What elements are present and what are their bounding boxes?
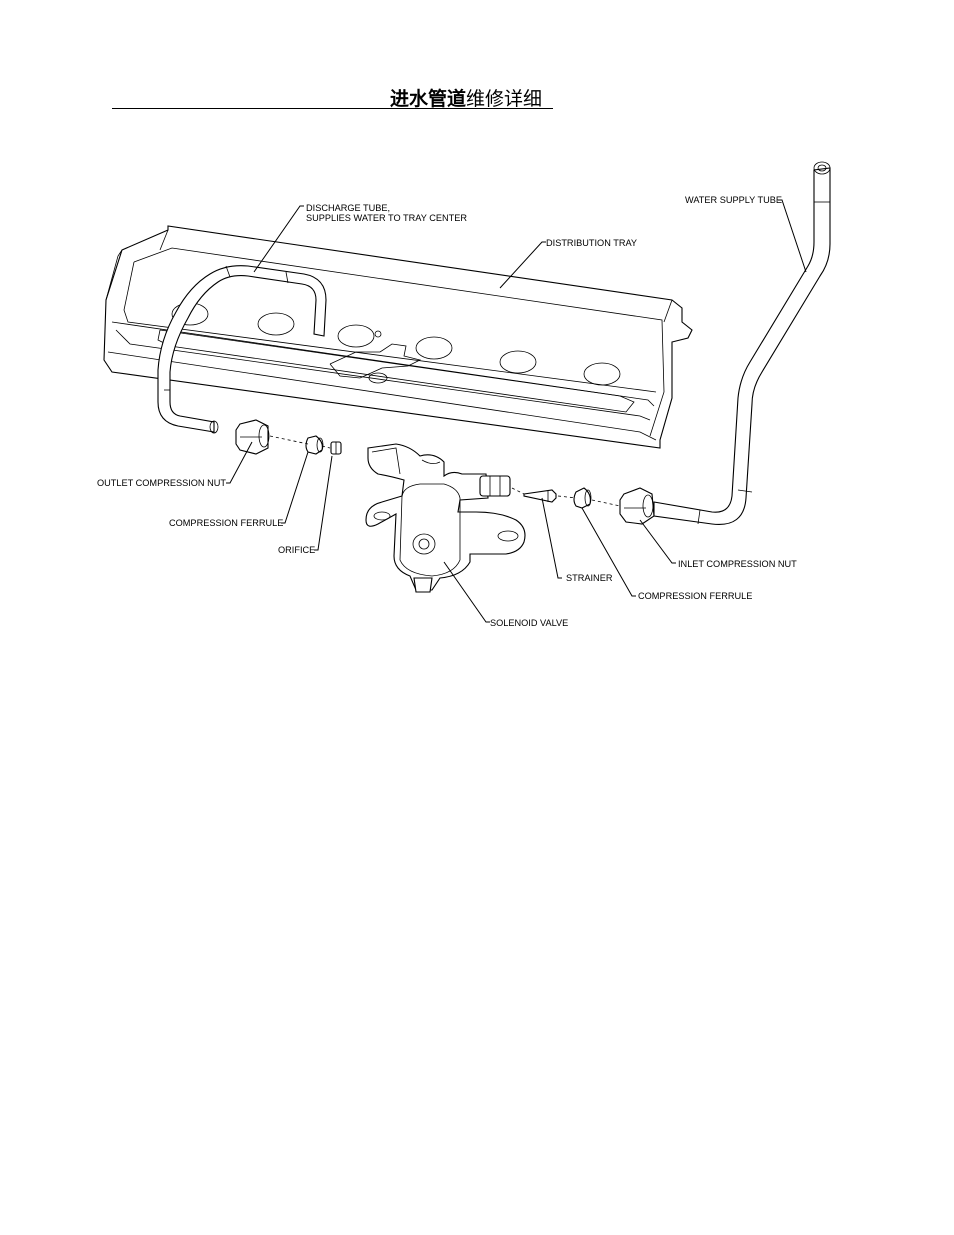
label-discharge-tube-1: DISCHARGE TUBE, [306, 203, 390, 213]
heading-rest: 维修详细 [466, 88, 543, 110]
assembly-axis-right2 [557, 495, 577, 499]
assembly-axis-mid [321, 445, 331, 449]
distribution-tray [103, 225, 693, 449]
label-inlet-compression-nut: INLET COMPRESSION NUT [678, 559, 797, 569]
inlet-compression-nut [619, 487, 655, 525]
page-heading: 进水管道维修详细 [112, 84, 553, 110]
assembly-axis-left [269, 435, 309, 445]
heading-bold: 进水管道 [390, 88, 467, 110]
label-strainer: STRAINER [566, 573, 613, 583]
label-solenoid-valve: SOLENOID VALVE [490, 618, 568, 628]
label-water-supply-tube: WATER SUPPLY TUBE [685, 195, 782, 205]
label-discharge-tube-2: SUPPLIES WATER TO TRAY CENTER [306, 213, 467, 223]
label-distribution-tray: DISTRIBUTION TRAY [546, 238, 637, 248]
outlet-compression-nut [235, 419, 270, 455]
compression-ferrule-left [305, 435, 324, 455]
heading-text: 进水管道维修详细 [390, 84, 542, 111]
solenoid-valve [365, 443, 526, 593]
assembly-axis-right3 [591, 499, 621, 507]
label-compression-ferrule-left: COMPRESSION FERRULE [169, 518, 283, 528]
label-orifice: ORIFICE [278, 545, 315, 555]
label-compression-ferrule-right: COMPRESSION FERRULE [638, 591, 752, 601]
leader-lines [226, 199, 807, 623]
water-supply-tube [653, 161, 831, 526]
compression-ferrule-right [573, 487, 592, 509]
label-outlet-compression-nut: OUTLET COMPRESSION NUT [97, 478, 226, 488]
assembly-axis-right [511, 487, 525, 495]
discharge-tube [157, 265, 327, 434]
strainer [523, 489, 557, 503]
orifice [330, 441, 342, 455]
heading-underline [112, 108, 553, 109]
